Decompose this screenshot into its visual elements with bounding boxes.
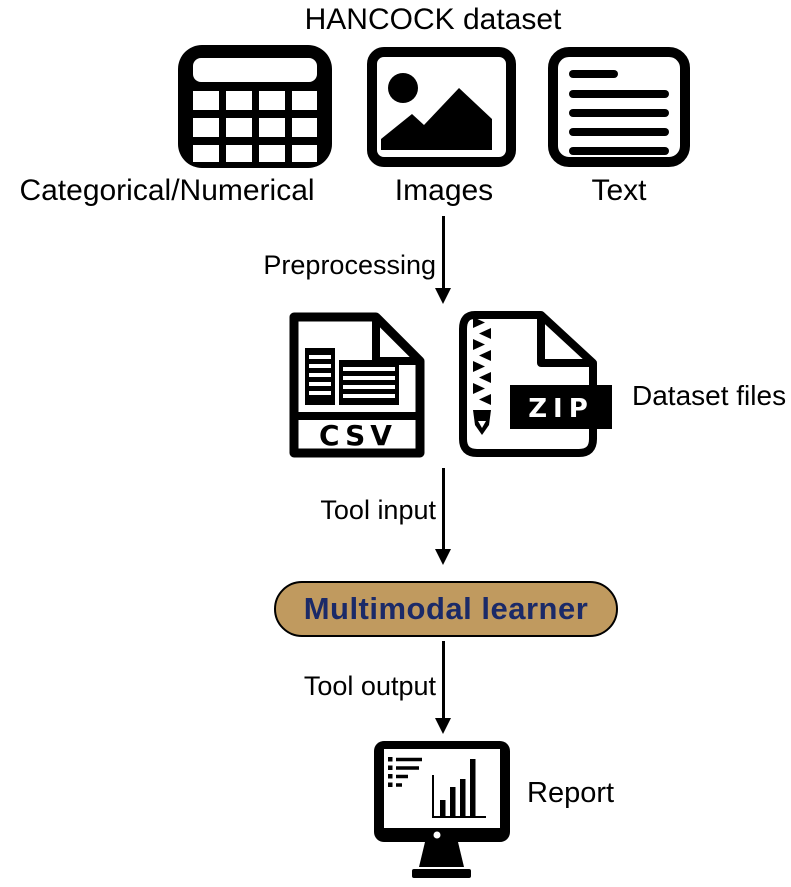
- report-label: Report: [527, 777, 615, 809]
- source-label-categorical-numerical: Categorical/Numerical: [19, 174, 315, 207]
- tool-output-arrow-line: [442, 641, 445, 718]
- multimodal-learner-label: Multimodal learner: [303, 591, 589, 626]
- csv-file-icon: CSV: [284, 312, 425, 458]
- image-icon: [367, 47, 516, 167]
- dataset-files-label: Dataset files: [632, 380, 787, 411]
- diagram-title: HANCOCK dataset: [304, 3, 562, 36]
- source-label-text: Text: [591, 174, 647, 207]
- preprocessing-arrow-line: [442, 216, 445, 289]
- zip-file-icon: ZIP: [455, 311, 615, 457]
- tool-output-arrow-head-icon: [435, 718, 451, 734]
- source-label-images: Images: [394, 174, 494, 207]
- preprocessing-label: Preprocessing: [263, 250, 436, 280]
- tool-input-arrow-line: [442, 468, 445, 549]
- preprocessing-arrow-head-icon: [435, 288, 451, 304]
- csv-badge-text: CSV: [319, 419, 397, 452]
- report-monitor-icon: [373, 740, 513, 880]
- table-icon: [178, 45, 332, 168]
- tool-output-label: Tool output: [303, 671, 436, 701]
- text-document-icon: [548, 47, 690, 167]
- multimodal-learner-node: Multimodal learner: [274, 581, 618, 637]
- tool-input-arrow-head-icon: [435, 549, 451, 565]
- tool-input-label: Tool input: [320, 495, 436, 525]
- zip-badge-text: ZIP: [528, 394, 594, 424]
